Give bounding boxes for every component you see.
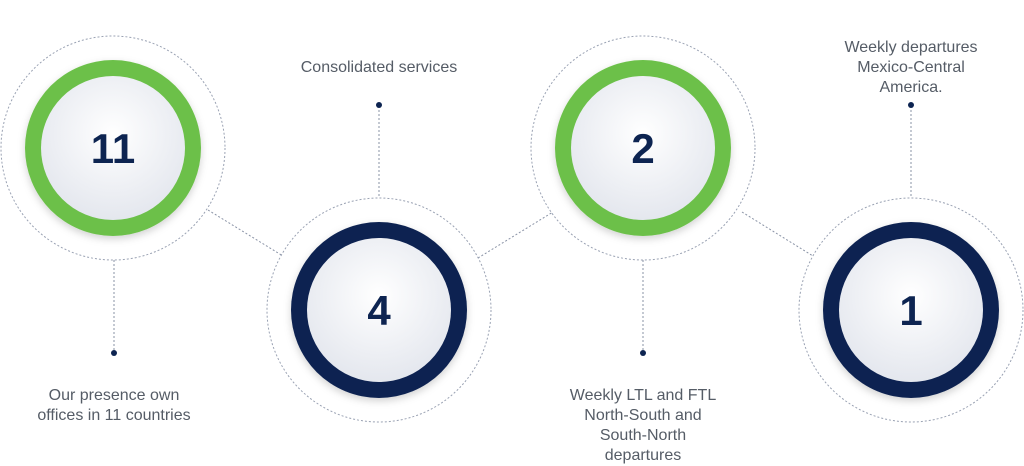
caption-line: Mexico-Central: [857, 59, 965, 76]
stat-circle-weekly-ltl-ftl: 2: [530, 35, 756, 261]
stat-caption-offices: Our presence own offices in 11 countries: [14, 386, 214, 426]
stat-circle-weekly-mexico: 1: [798, 197, 1024, 423]
stat-caption-consolidated: Consolidated services: [279, 58, 479, 78]
stat-value: 4: [367, 287, 391, 334]
caption-line: South-North: [599, 427, 687, 444]
caption-line: America.: [879, 79, 943, 96]
inner-disc: [41, 76, 185, 220]
inner-disc: [307, 238, 451, 382]
caption-line: North-South and: [584, 407, 702, 424]
caption-line: Consolidated services: [300, 59, 458, 76]
stat-circle-offices: 11: [0, 35, 226, 261]
caption-line: offices in 11 countries: [37, 407, 191, 424]
inner-disc: [839, 238, 983, 382]
stat-value: 2: [631, 125, 654, 172]
connector-line-1-2: [207, 209, 284, 257]
stat-circle-consolidated: 4: [266, 197, 492, 423]
caption-line: Weekly departures: [844, 39, 978, 56]
callout-dot-2: [376, 102, 382, 108]
caption-line: departures: [604, 447, 682, 464]
callout-dot-3: [640, 350, 646, 356]
callout-dot-4: [908, 102, 914, 108]
connector-line-2-3: [477, 211, 554, 259]
inner-disc: [571, 76, 715, 220]
caption-line: Our presence own: [48, 387, 180, 404]
stat-value: 11: [91, 125, 135, 172]
stat-value: 1: [899, 287, 922, 334]
connector-line-3-4: [741, 211, 814, 257]
caption-line: Weekly LTL and FTL: [569, 387, 717, 404]
callout-dot-1: [111, 350, 117, 356]
